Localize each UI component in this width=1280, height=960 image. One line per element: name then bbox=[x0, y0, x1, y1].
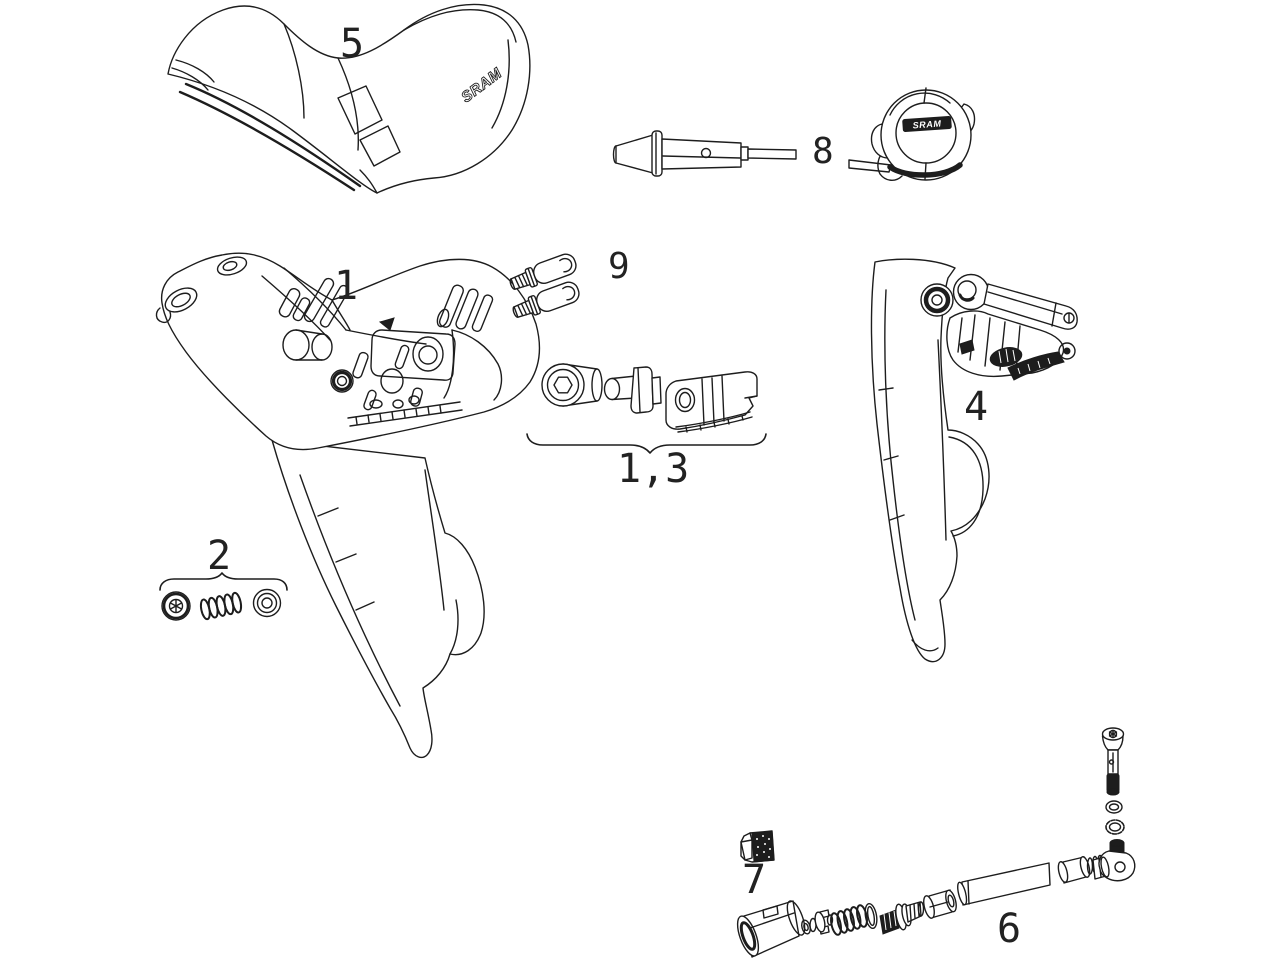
banjo-elbow bbox=[1092, 839, 1136, 882]
piston bbox=[879, 901, 925, 935]
crush-washer bbox=[1105, 819, 1125, 835]
lever-sleeve bbox=[736, 900, 806, 958]
part-1-label: 1 bbox=[334, 263, 358, 309]
banjo-bolt bbox=[1101, 727, 1125, 796]
part-6-hose-assembly bbox=[736, 727, 1136, 958]
stud bbox=[603, 366, 662, 414]
barrel-nut-small bbox=[252, 588, 282, 618]
part-7-label: 7 bbox=[742, 857, 766, 903]
part-5-label: 5 bbox=[340, 21, 364, 67]
blade-outline bbox=[870, 258, 990, 663]
part-7-compression-nut bbox=[740, 830, 775, 863]
part-1-3-label: 1,3 bbox=[617, 446, 689, 492]
part-8-label: 8 bbox=[812, 131, 834, 172]
valve-stem bbox=[809, 909, 834, 935]
bracket-brace bbox=[159, 572, 288, 591]
spring bbox=[830, 904, 868, 936]
o-ring-oval bbox=[864, 902, 878, 930]
part-4-lever-blade bbox=[870, 258, 1078, 663]
o-ring bbox=[1105, 800, 1123, 814]
barrel-nut bbox=[541, 363, 603, 407]
hex-sleeve bbox=[923, 889, 957, 919]
bleed-block-disc: SRAM bbox=[848, 87, 976, 181]
pin bbox=[509, 253, 577, 290]
part-5-hood-cover: SRAM bbox=[167, 3, 531, 194]
hose-tube bbox=[957, 862, 1051, 906]
part-8-bleed-kit: SRAM bbox=[612, 87, 976, 181]
part-1-3-clamp-kit bbox=[526, 363, 767, 454]
bleed-fitting bbox=[612, 130, 797, 177]
part-6-label: 6 bbox=[997, 906, 1021, 952]
sram-logo-bleed-block: SRAM bbox=[912, 119, 942, 131]
spring bbox=[199, 591, 243, 621]
part-9-pins bbox=[509, 253, 580, 318]
pin bbox=[512, 281, 580, 318]
torx-screw bbox=[161, 591, 191, 621]
part-1-lever-body bbox=[155, 252, 541, 759]
part-2-label: 2 bbox=[207, 533, 231, 579]
clamp-block bbox=[665, 371, 758, 433]
bracket-brace bbox=[526, 433, 767, 454]
hose-sleeve bbox=[1057, 856, 1091, 884]
part-4-label: 4 bbox=[964, 384, 988, 430]
part-9-label: 9 bbox=[608, 246, 630, 287]
lever-blade-left bbox=[271, 439, 485, 759]
part-2-screw-kit bbox=[159, 572, 288, 621]
